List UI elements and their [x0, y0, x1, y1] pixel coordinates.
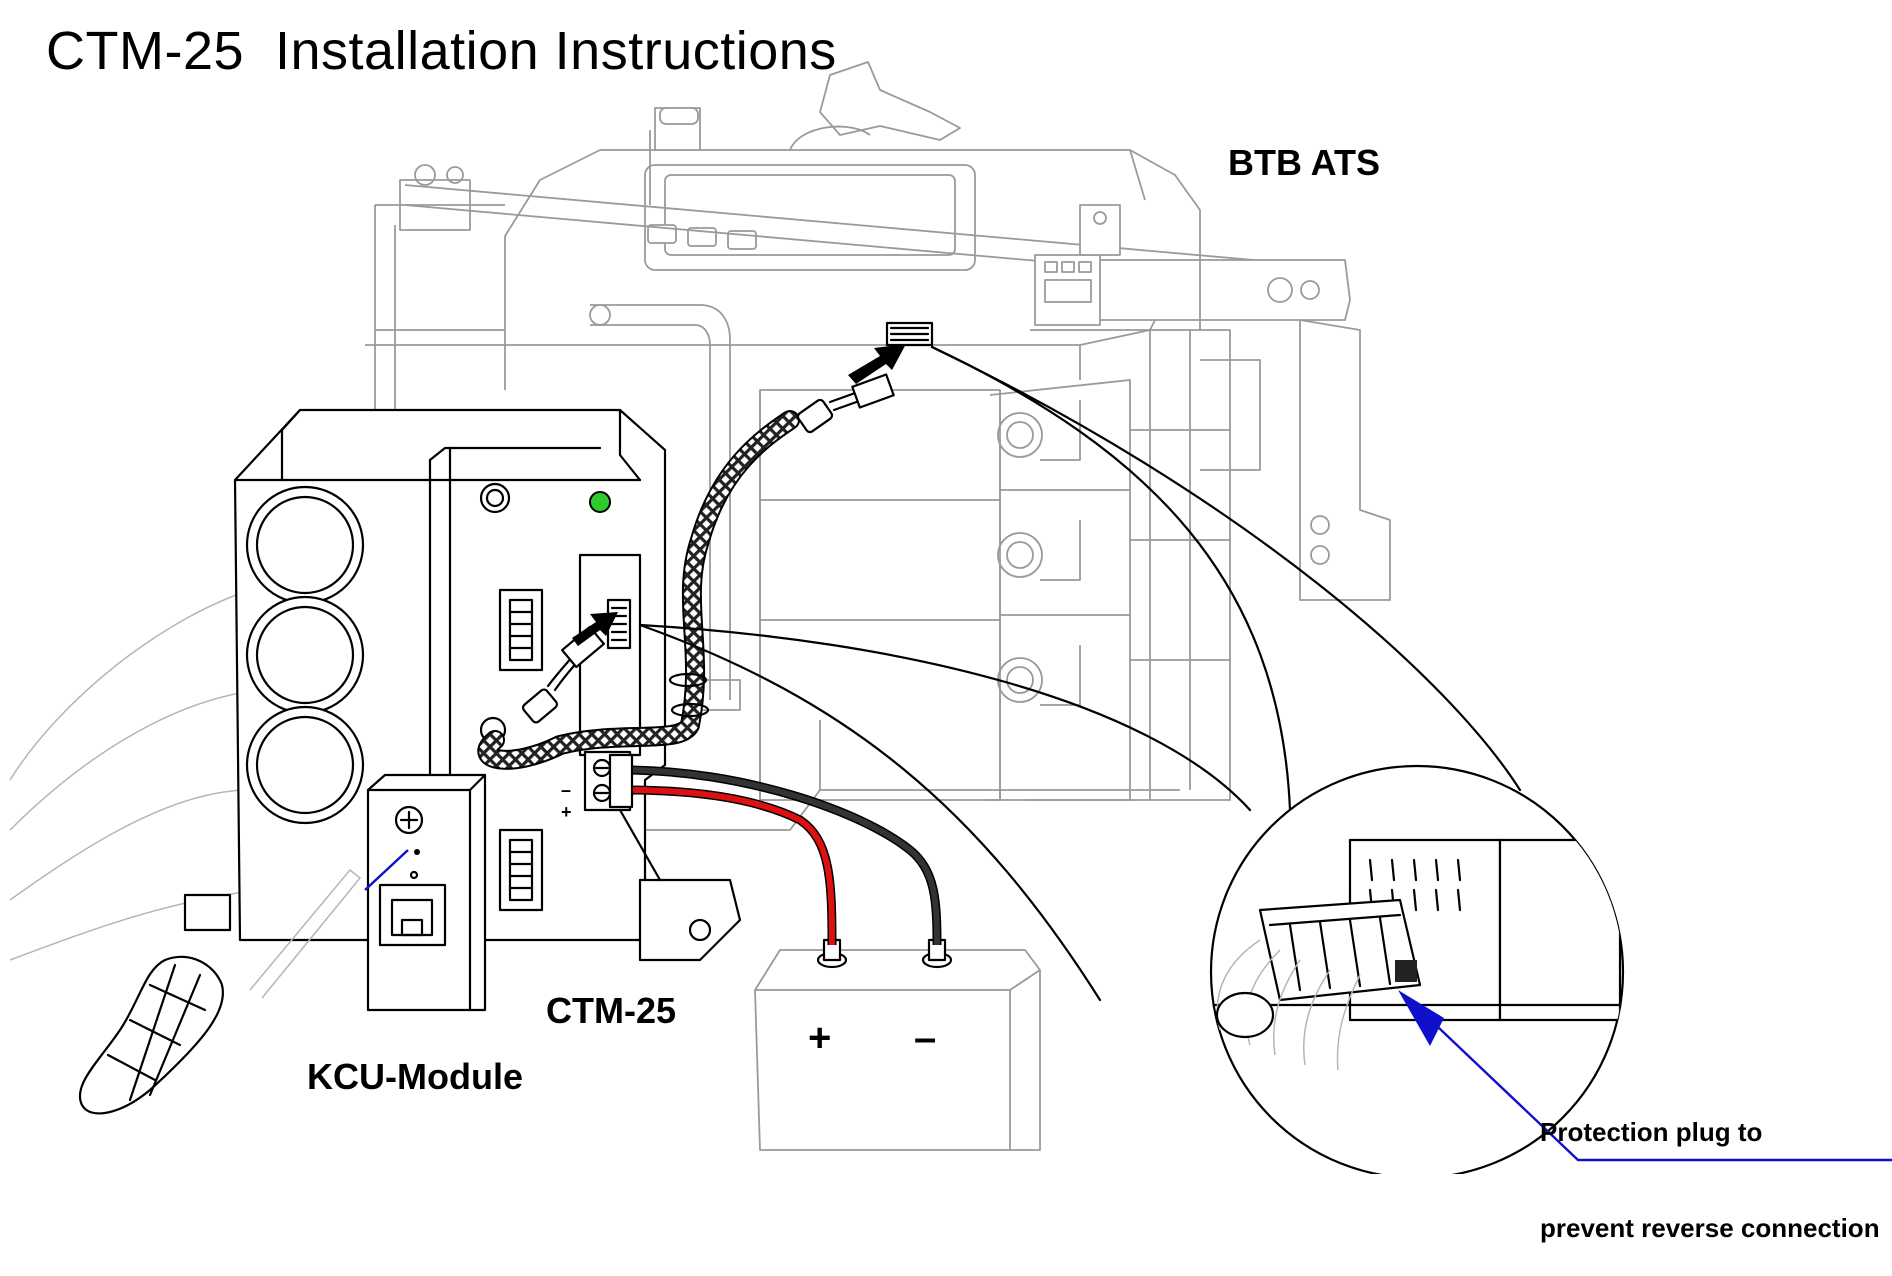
label-ctm25: CTM-25 [546, 990, 677, 1031]
battery-minus-label: – [914, 1016, 937, 1060]
insertion-arrow-ctm [572, 612, 618, 646]
screw-callout-line [364, 849, 409, 891]
negative-wire [624, 767, 940, 946]
diagram-drawing [9, 61, 1892, 1174]
label-protection-line1: Protection plug to [1540, 1117, 1763, 1147]
page-title: CTM-25 Installation Instructions [46, 21, 837, 81]
label-kcu-module: KCU-Module [307, 1056, 523, 1097]
ctm25-device [183, 408, 742, 962]
protection-plug-callout-line [1419, 1009, 1892, 1162]
zoom-callout [638, 345, 1625, 1174]
protection-plug-arrowhead [1398, 990, 1444, 1046]
battery-icon [754, 938, 1041, 1151]
screwdriver-icon [78, 868, 362, 1115]
btb-ats-unit [365, 61, 1391, 831]
terminal-minus-label: – [561, 780, 572, 800]
label-protection-line2: prevent reverse connection [1540, 1213, 1880, 1243]
braided-cable [477, 373, 895, 770]
power-terminal-block [583, 750, 634, 812]
kcu-module [366, 773, 487, 1012]
label-protection-plug: Protection plug to prevent reverse conne… [1540, 1052, 1880, 1276]
battery-plus-label: + [808, 1016, 832, 1060]
positive-wire [624, 787, 835, 946]
led-indicator-icon [589, 491, 611, 513]
label-btb-ats: BTB ATS [1228, 142, 1380, 183]
installation-diagram: CTM-25 Installation Instructions BTB ATS… [9, 21, 1892, 1243]
insertion-arrow-ats [848, 344, 906, 384]
terminal-plus-label: + [561, 802, 572, 822]
